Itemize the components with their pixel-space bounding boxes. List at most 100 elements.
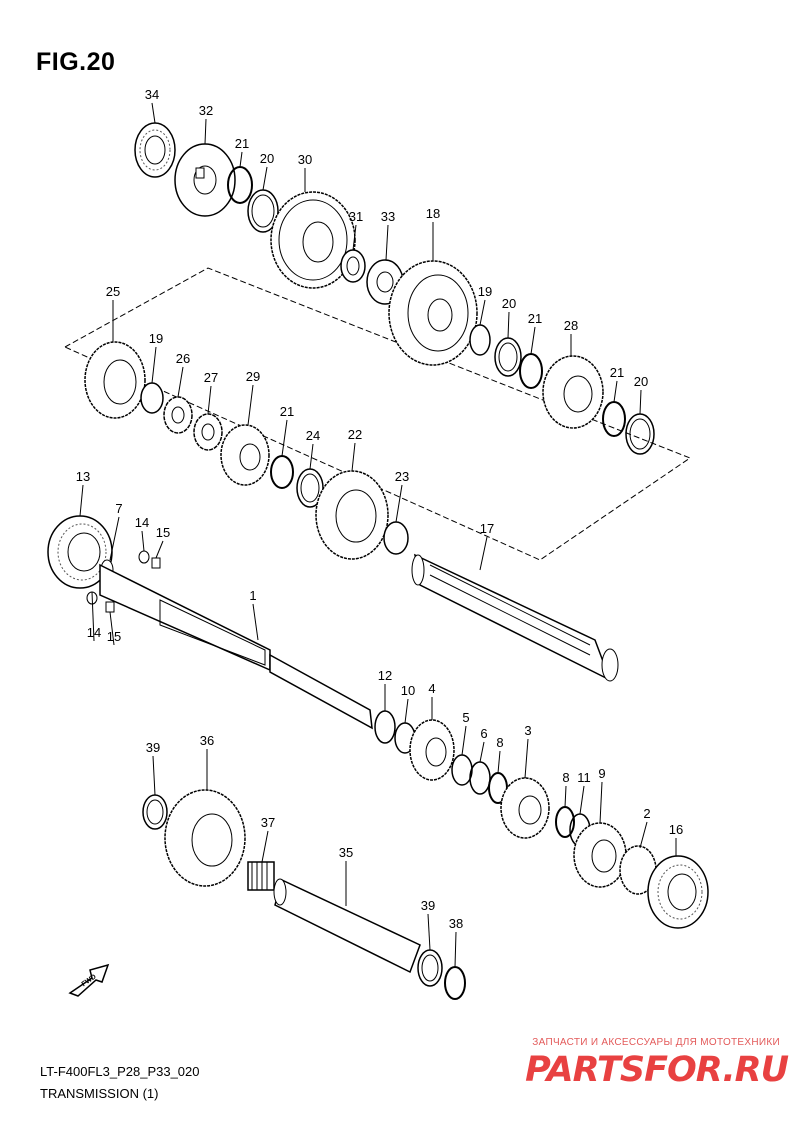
callout-16: 16 bbox=[669, 822, 683, 837]
callout-leader-26 bbox=[177, 366, 184, 398]
bushing-23 bbox=[383, 521, 409, 555]
callout-leader-32 bbox=[204, 118, 207, 145]
model-code: LT-F400FL3_P28_P33_020 bbox=[40, 1064, 200, 1079]
washer-12 bbox=[374, 710, 396, 744]
washer-39-a bbox=[142, 794, 168, 830]
bushing-19-b bbox=[140, 382, 164, 414]
gear-29 bbox=[220, 424, 270, 486]
needle-bearing-37 bbox=[247, 861, 275, 891]
callout-leader-8 bbox=[497, 750, 501, 774]
washer-39-b bbox=[417, 949, 443, 987]
watermark-logo: PARTSFOR.RU bbox=[525, 1050, 789, 1090]
callout-leader-31 bbox=[352, 224, 357, 251]
callout-4: 4 bbox=[428, 681, 435, 696]
circlip-21-b bbox=[519, 353, 543, 389]
circlip-21-c bbox=[602, 401, 626, 437]
callout-23: 23 bbox=[395, 469, 409, 484]
callout-leader-14 bbox=[91, 591, 95, 642]
callout-27: 27 bbox=[204, 370, 218, 385]
mainshaft-1 bbox=[99, 563, 373, 730]
callout-39: 39 bbox=[146, 740, 160, 755]
callout-8: 8 bbox=[496, 735, 503, 750]
callout-leader-33 bbox=[385, 224, 389, 261]
callout-leader-10 bbox=[404, 698, 409, 724]
callout-37: 37 bbox=[261, 815, 275, 830]
callout-leader-9 bbox=[599, 781, 603, 824]
callout-leader-38 bbox=[454, 931, 457, 968]
callout-leader-19 bbox=[479, 299, 486, 326]
callout-22: 22 bbox=[348, 427, 362, 442]
callout-leader-11 bbox=[579, 785, 585, 815]
callout-leader-23 bbox=[395, 484, 403, 523]
callout-13: 13 bbox=[76, 469, 90, 484]
callout-leader-21 bbox=[239, 151, 243, 168]
bearing-16 bbox=[647, 855, 709, 929]
callout-leader-15 bbox=[155, 540, 164, 559]
callout-28: 28 bbox=[564, 318, 578, 333]
callout-leader-7 bbox=[109, 516, 120, 561]
callout-leader-21 bbox=[281, 419, 288, 457]
callout-39: 39 bbox=[421, 898, 435, 913]
callout-leader-8 bbox=[564, 785, 567, 808]
callout-6: 6 bbox=[480, 726, 487, 741]
callout-leader-6 bbox=[479, 741, 485, 763]
callout-leaders bbox=[79, 102, 677, 968]
callout-24: 24 bbox=[306, 428, 320, 443]
plate-32 bbox=[174, 143, 236, 217]
gear-25 bbox=[84, 341, 146, 419]
callout-leader-34 bbox=[151, 102, 156, 124]
callout-10: 10 bbox=[401, 683, 415, 698]
gear-22 bbox=[315, 470, 389, 560]
callout-21: 21 bbox=[280, 404, 294, 419]
callout-leader-19 bbox=[151, 346, 157, 384]
callout-1: 1 bbox=[249, 588, 256, 603]
callout-leader-15 bbox=[109, 611, 115, 646]
gear-3 bbox=[500, 777, 550, 839]
callout-35: 35 bbox=[339, 845, 353, 860]
callout-34: 34 bbox=[145, 87, 159, 102]
gear-28 bbox=[542, 355, 604, 429]
bushing-5 bbox=[451, 754, 473, 786]
callout-21: 21 bbox=[610, 365, 624, 380]
gear-36 bbox=[164, 789, 246, 887]
callout-12: 12 bbox=[378, 668, 392, 683]
callout-leader-17 bbox=[479, 536, 488, 571]
callout-26: 26 bbox=[176, 351, 190, 366]
callout-15: 15 bbox=[156, 525, 170, 540]
callout-leader-22 bbox=[351, 442, 356, 472]
callout-leader-14 bbox=[141, 530, 145, 552]
callout-leader-37 bbox=[261, 830, 269, 863]
bolt-15-a bbox=[151, 557, 161, 569]
shaft-35 bbox=[273, 878, 421, 974]
callout-14: 14 bbox=[135, 515, 149, 530]
forward-arrow-icon: FWD bbox=[68, 963, 110, 997]
figure-title: FIG.20 bbox=[36, 48, 116, 76]
callout-20: 20 bbox=[260, 151, 274, 166]
bearing-13 bbox=[47, 515, 113, 589]
callout-leader-20 bbox=[262, 166, 268, 191]
callout-14: 14 bbox=[87, 625, 101, 640]
callout-20: 20 bbox=[634, 374, 648, 389]
callout-3: 3 bbox=[524, 723, 531, 738]
bushing-19-a bbox=[469, 324, 491, 356]
callout-2: 2 bbox=[643, 806, 650, 821]
washer-26 bbox=[163, 396, 193, 434]
callout-7: 7 bbox=[115, 501, 122, 516]
circlip-38 bbox=[444, 966, 466, 1000]
callout-31: 31 bbox=[349, 209, 363, 224]
callout-32: 32 bbox=[199, 103, 213, 118]
gear-30 bbox=[270, 191, 356, 289]
callout-8: 8 bbox=[562, 770, 569, 785]
callout-29: 29 bbox=[246, 369, 260, 384]
callout-20: 20 bbox=[502, 296, 516, 311]
callout-17: 17 bbox=[480, 521, 494, 536]
washer-6 bbox=[469, 761, 491, 795]
callout-9: 9 bbox=[598, 766, 605, 781]
countershaft-17 bbox=[411, 553, 619, 682]
bushing-31 bbox=[340, 249, 366, 283]
washer-20-c bbox=[625, 413, 655, 455]
callout-leader-27 bbox=[207, 385, 212, 415]
callout-36: 36 bbox=[200, 733, 214, 748]
